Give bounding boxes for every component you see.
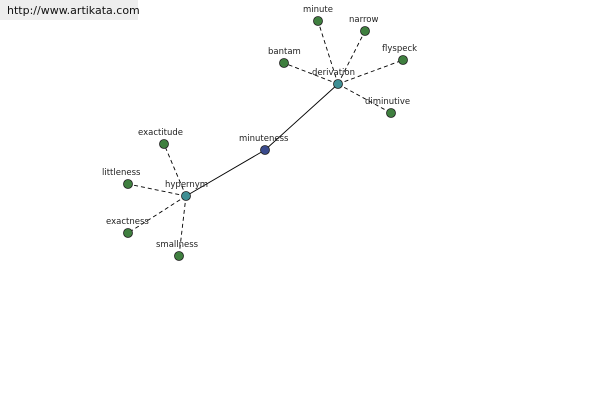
node-smallness [174, 251, 184, 261]
edge-derivation-diminutive [337, 83, 392, 114]
source-link[interactable]: http://www.artikata.com [0, 0, 140, 20]
label-flyspeck[interactable]: flyspeck [382, 44, 417, 54]
label-derivation[interactable]: derivation [312, 68, 355, 78]
node-diminutive [386, 108, 396, 118]
edge-hypernym-littleness [127, 183, 187, 197]
edge-hypernym-smallness [178, 195, 187, 257]
node-flyspeck [398, 55, 408, 65]
label-littleness[interactable]: littleness [102, 168, 141, 178]
edge-center-derivation [264, 83, 339, 151]
node-exactness [123, 228, 133, 238]
node-exactitude [159, 139, 169, 149]
node-littleness [123, 179, 133, 189]
edge-derivation-flyspeck [337, 59, 404, 85]
edge-derivation-narrow [337, 30, 366, 85]
edge-hypernym-exactness [127, 195, 187, 234]
label-narrow[interactable]: narrow [349, 15, 378, 25]
label-diminutive[interactable]: diminutive [365, 97, 410, 107]
node-narrow [360, 26, 370, 36]
node-derivation [333, 79, 343, 89]
node-minute [313, 16, 323, 26]
edge-hypernym-exactitude [163, 143, 187, 197]
edge-derivation-bantam [283, 62, 339, 85]
label-smallness[interactable]: smallness [156, 240, 199, 250]
edge-center-hypernym [185, 149, 266, 197]
label-exactness[interactable]: exactness [106, 217, 149, 227]
label-minuteness[interactable]: minuteness [239, 134, 289, 144]
node-minuteness [260, 145, 270, 155]
node-bantam [279, 58, 289, 68]
label-hypernym[interactable]: hypernym [165, 180, 208, 190]
label-minute[interactable]: minute [303, 5, 333, 15]
label-bantam[interactable]: bantam [268, 47, 301, 57]
node-hypernym [181, 191, 191, 201]
label-exactitude[interactable]: exactitude [138, 128, 183, 138]
